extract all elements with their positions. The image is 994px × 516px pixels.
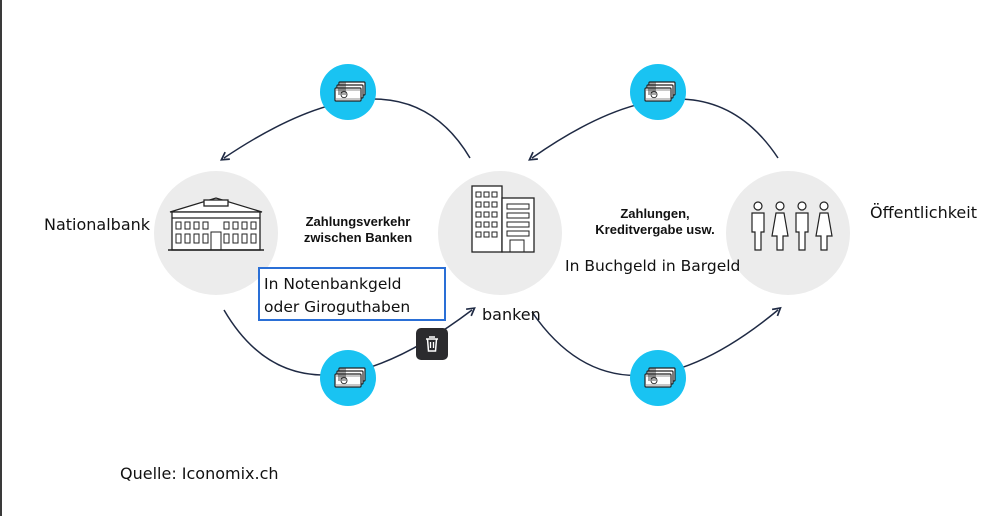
label-oeffentlichkeit: Öffentlichkeit bbox=[870, 203, 977, 222]
label-zahlungen-line2: Kreditvergabe usw. bbox=[595, 222, 715, 237]
delete-button[interactable] bbox=[416, 328, 448, 360]
selected-text-box[interactable]: In Notenbankgeld oder Giroguthaben bbox=[258, 267, 446, 321]
people-icon bbox=[751, 201, 833, 251]
left-border bbox=[0, 0, 2, 516]
money-stack-icon bbox=[630, 64, 686, 120]
label-banken: banken bbox=[482, 305, 541, 324]
label-zahlungsverkehr-line2: zwischen Banken bbox=[303, 230, 413, 245]
label-zahlungen-line1: Zahlungen, bbox=[620, 206, 690, 221]
money-stack-icon bbox=[630, 350, 686, 406]
label-zahlungsverkehr: Zahlungsverkehr zwischen Banken bbox=[296, 214, 420, 246]
label-zahlungsverkehr-line1: Zahlungsverkehr bbox=[305, 214, 411, 229]
money-stack-icon bbox=[320, 64, 376, 120]
trash-icon bbox=[426, 336, 438, 352]
label-zahlungen: Zahlungen, Kreditvergabe usw. bbox=[588, 206, 722, 238]
source-caption: Quelle: Iconomix.ch bbox=[120, 464, 279, 483]
label-buchgeld: In Buchgeld in Bargeld bbox=[565, 257, 741, 275]
central-bank-icon bbox=[168, 197, 264, 251]
office-building-icon bbox=[471, 185, 535, 253]
label-nationalbank: Nationalbank bbox=[44, 215, 151, 234]
money-stack-icon bbox=[320, 350, 376, 406]
